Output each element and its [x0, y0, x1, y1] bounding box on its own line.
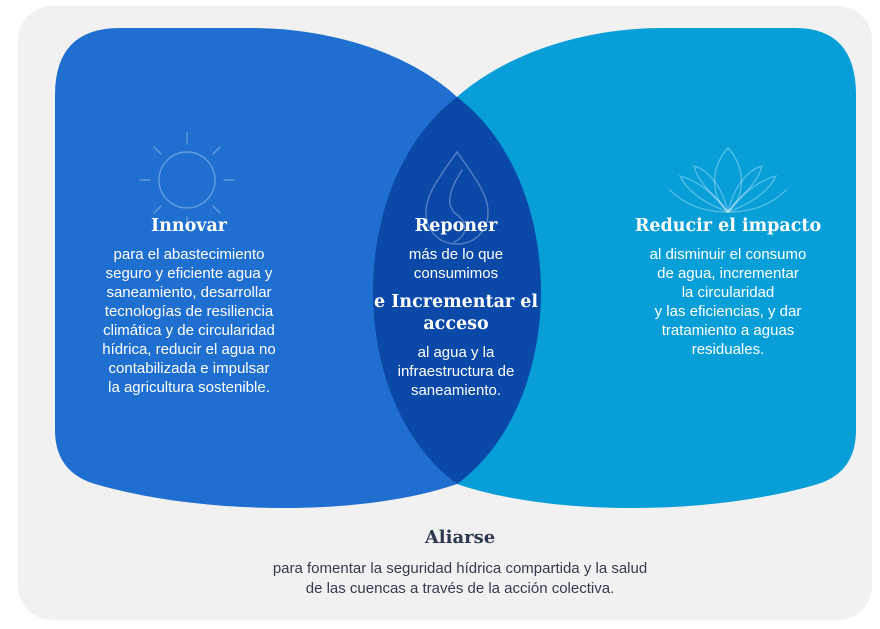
reducir-text: al disminuir el consumo de agua, increme… [649, 246, 807, 358]
aliarse-title: Aliarse [424, 527, 496, 548]
lotus-icon [669, 146, 787, 213]
reponer-title: Reponer [414, 216, 498, 236]
innovar-text: para el abastecimiento seguro y eficient… [102, 246, 276, 396]
aliarse-block: Aliarse para fomentar la seguridad hídri… [160, 527, 760, 599]
incrementar-text: al agua y la infraestructura de saneamie… [397, 344, 515, 399]
reducir-block: Reducir el impacto al disminuir el consu… [610, 215, 846, 359]
innovar-title: Innovar [150, 216, 228, 236]
overlap-region [373, 97, 541, 484]
sun-icon [139, 132, 235, 228]
innovar-block: Innovar para el abastecimiento seguro y … [72, 215, 306, 397]
reponer-block: Reponer más de lo que consumimos e Incre… [345, 215, 567, 408]
aliarse-text: para fomentar la seguridad hídrica compa… [272, 560, 648, 597]
right-shape [457, 28, 856, 508]
incrementar-title: e Incrementar el acceso [373, 292, 539, 334]
left-shape [55, 28, 457, 508]
reducir-title: Reducir el impacto [634, 216, 822, 236]
reponer-text: más de lo que consumimos [408, 246, 504, 282]
water-drop-icon [425, 150, 489, 245]
